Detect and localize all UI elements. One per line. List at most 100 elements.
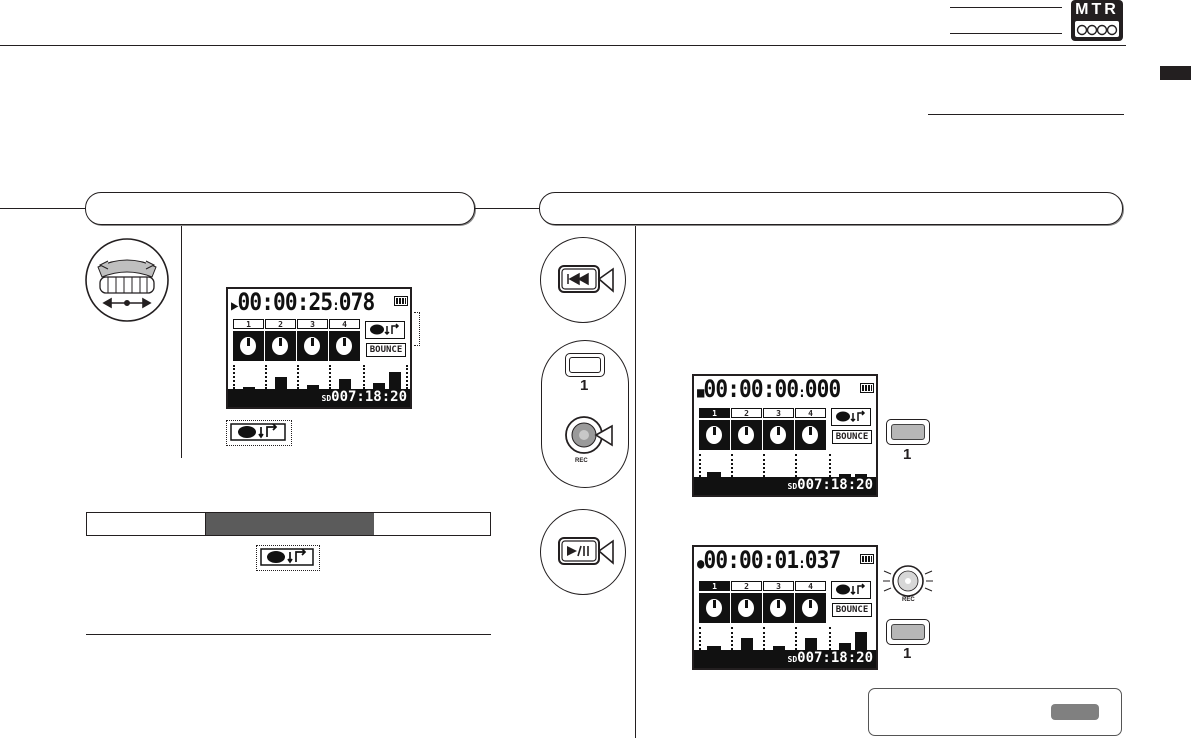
lcd-preview-meters — [233, 365, 408, 389]
track-number: 2 — [731, 581, 762, 591]
level-meter — [243, 387, 255, 389]
sd-card-icon: SD — [787, 482, 798, 491]
dial-icon — [84, 237, 170, 323]
remaining-time: 007:18:20 — [797, 477, 873, 493]
level-meter — [389, 372, 401, 389]
rec-button[interactable] — [564, 415, 613, 455]
level-meter — [339, 379, 351, 389]
pan-knob-icon — [731, 593, 762, 623]
bounce-label: BOUNCE — [366, 343, 406, 357]
track-number: 3 — [763, 581, 794, 591]
lcd-rec-time-value: 00:00:01 — [703, 546, 800, 574]
left-step-divider — [181, 226, 182, 458]
lcd-preview-time: ▶00:00:25:078 — [231, 288, 375, 316]
lcd-preview-status: SD007:18:20 — [228, 389, 410, 407]
pan-knob-icon — [795, 593, 826, 623]
bounce-mode-icon — [365, 321, 405, 339]
pan-knob-icon — [763, 593, 794, 623]
track-1-button[interactable] — [565, 353, 605, 377]
level-meter — [839, 643, 851, 650]
track-3: 3 — [763, 581, 794, 627]
lcd-preview-tracks: 1 2 3 4 — [233, 319, 361, 365]
level-meter — [855, 632, 867, 650]
intro-rule — [928, 114, 1124, 115]
title-connector — [475, 208, 539, 210]
level-meter — [855, 474, 867, 477]
setting-bar — [86, 512, 491, 536]
track-2: 2 — [731, 408, 762, 454]
lcd-stop-tracks: 1 2 3 4 — [699, 408, 827, 454]
pan-knob-icon — [265, 331, 296, 361]
track-1: 1 — [699, 408, 730, 454]
lcd-preview-time-value: 00:00:25 — [237, 288, 334, 316]
mtr-badge: MTR — [1071, 0, 1123, 41]
rec-indicator-icon: ● — [697, 556, 704, 572]
level-meter — [275, 377, 287, 389]
side-rec-label: REC — [902, 597, 915, 603]
battery-icon — [394, 296, 408, 306]
note-box — [868, 688, 1122, 736]
chapter-tab — [1160, 66, 1191, 80]
track-2: 2 — [265, 319, 296, 365]
pan-knob-icon — [329, 331, 360, 361]
track-number: 1 — [699, 581, 730, 591]
lcd-rec: ●00:00:01:037 1 2 3 4 BOUNCE SD007:18:20 — [692, 545, 878, 670]
level-meter — [373, 383, 385, 389]
track-4: 4 — [329, 319, 360, 365]
setting-segment-left — [87, 513, 206, 535]
level-meter — [805, 638, 817, 650]
track-number: 2 — [265, 319, 296, 329]
lcd-stop-time: ■00:00:00:000 — [697, 375, 841, 403]
rec-lit-icon: REC — [880, 559, 936, 605]
header-line-bottom — [950, 33, 1062, 34]
lcd-stop-time-value: 00:00:00 — [703, 375, 800, 403]
pan-knob-icon — [699, 420, 730, 450]
header-line-top — [950, 7, 1062, 8]
left-panel-title-box — [85, 192, 475, 225]
bounce-label: BOUNCE — [832, 603, 872, 617]
mtr-badge-text: MTR — [1075, 1, 1119, 18]
side-track-button-a — [886, 419, 930, 445]
lcd-stop-frames: 000 — [804, 375, 841, 403]
track-number: 3 — [297, 319, 328, 329]
pan-knob-icon — [795, 420, 826, 450]
track-number: 4 — [795, 581, 826, 591]
track-3: 3 — [763, 408, 794, 454]
pan-knob-icon — [233, 331, 264, 361]
stop-indicator-icon: ■ — [697, 385, 704, 401]
track-rec-group: 1 REC — [541, 340, 629, 488]
sd-card-icon: SD — [787, 655, 798, 664]
track-1-number: 1 — [580, 377, 589, 394]
lcd-stop-status: SD007:18:20 — [694, 477, 876, 495]
bounce-mode-icon — [831, 581, 871, 599]
pan-knob-icon — [731, 420, 762, 450]
lcd-rec-frames: 037 — [804, 546, 841, 574]
level-meter — [773, 646, 785, 650]
header-rule — [0, 45, 1126, 47]
lcd-rec-status: SD007:18:20 — [694, 650, 876, 668]
remaining-time: 007:18:20 — [331, 389, 407, 405]
side-track-number-a: 1 — [903, 446, 912, 463]
lcd-rec-tracks: 1 2 3 4 — [699, 581, 827, 627]
lcd-rec-meters — [699, 627, 873, 650]
track-1: 1 — [699, 581, 730, 627]
mtr-badge-knobs — [1075, 21, 1119, 37]
level-meter — [707, 646, 721, 650]
setting-segment-right — [374, 513, 490, 535]
sd-card-icon: SD — [321, 394, 332, 403]
battery-icon — [860, 554, 874, 564]
note-reference-button — [1051, 704, 1099, 720]
callout-box — [414, 312, 420, 346]
rewind-button[interactable] — [540, 237, 626, 323]
battery-icon — [860, 383, 874, 393]
side-track-button-b — [886, 619, 930, 645]
setting-segment-active — [206, 513, 374, 535]
right-panel-title-box — [539, 192, 1123, 225]
level-meter — [741, 638, 753, 650]
play-pause-button[interactable] — [540, 509, 626, 595]
level-meter — [307, 385, 319, 389]
track-3: 3 — [297, 319, 328, 365]
bounce-icon-callout — [226, 420, 292, 446]
lcd-preview-frames: 078 — [338, 288, 375, 316]
track-number: 1 — [699, 408, 730, 418]
